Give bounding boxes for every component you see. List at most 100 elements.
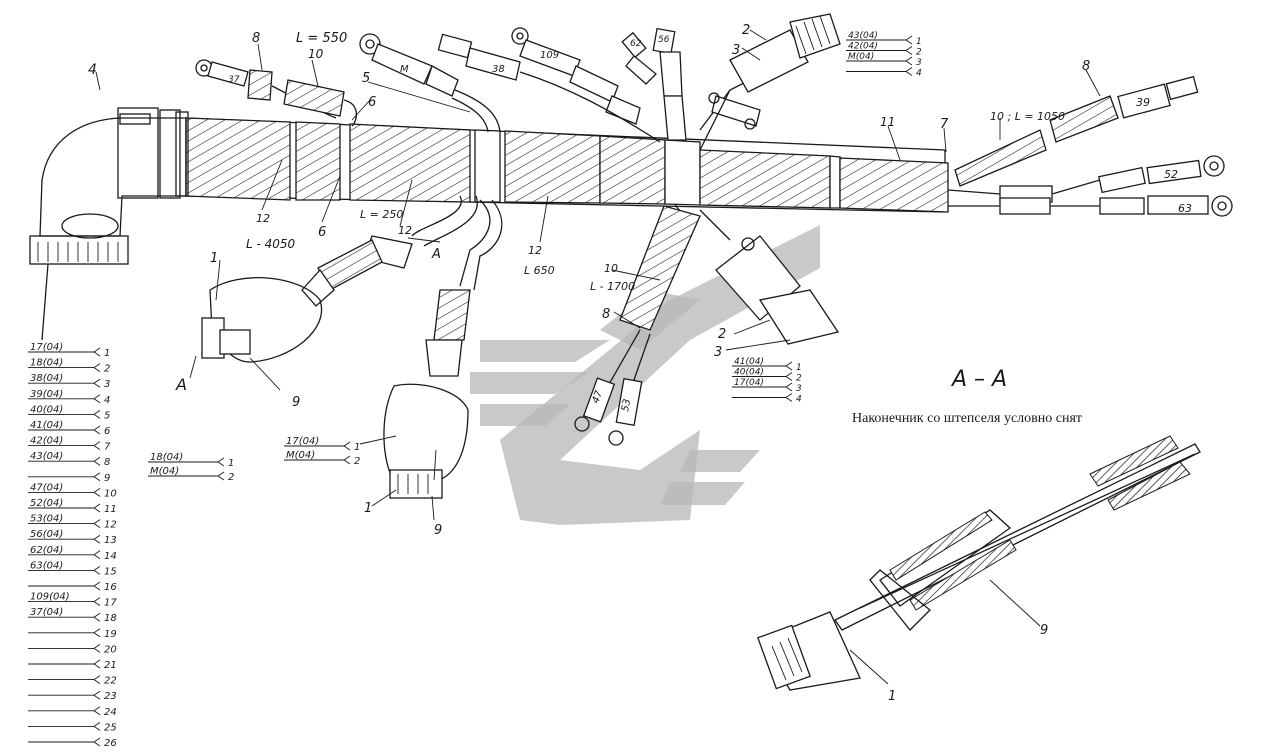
callout-4: 4 <box>88 62 97 78</box>
pin-number: 2 <box>916 48 922 58</box>
top-connector-pin-table: 43(04)142(04)2M(04)34 <box>846 31 922 79</box>
pin-row: 17(04)3 <box>732 378 802 394</box>
pin-arrow <box>785 372 793 381</box>
pin-arrow <box>905 67 913 76</box>
pin-row: 39(04) 4 <box>28 389 110 406</box>
top-round-connector <box>699 13 841 151</box>
pin-wire: 39(04) <box>30 389 63 400</box>
pin-number: 1 <box>104 348 110 359</box>
callout-10-right: 10 ; L = 1050 <box>990 110 1065 123</box>
pin-arrow <box>905 35 913 45</box>
callout-1-center: 1 <box>364 501 372 516</box>
pin-row: 24 <box>28 706 117 718</box>
callout-10-top: 10 <box>308 47 324 61</box>
callout-3-top: 3 <box>732 43 740 58</box>
pin-number: 14 <box>104 551 117 562</box>
callout-3-mid: 3 <box>714 345 722 360</box>
pin-number: 22 <box>104 676 117 687</box>
callout-8-top: 8 <box>252 31 260 46</box>
pin-arrow <box>93 394 101 404</box>
pin-arrow <box>93 441 101 450</box>
pin-wire: 43(04) <box>30 451 63 462</box>
pin-row: 42(04) 2 <box>846 42 922 58</box>
pin-row: 16 <box>28 581 117 593</box>
pin-row: 40(04) 2 <box>732 368 802 384</box>
pin-wire: 17(04) <box>30 342 63 353</box>
right-branches <box>947 75 1233 217</box>
pin-row: 42(04)7 <box>28 436 111 453</box>
pin-number: 1 <box>228 458 234 469</box>
left-pin-table: 17(04)118(04)238(04)339(04)440(04)541(04… <box>28 342 117 749</box>
pin-arrow <box>785 382 793 392</box>
pin-arrow <box>93 456 101 466</box>
pin-row: 52(04)11 <box>28 498 117 515</box>
wire-tag-47: 47 <box>590 389 605 405</box>
pin-arrow <box>93 410 101 419</box>
pin-number: 10 <box>104 488 117 499</box>
pin-row: 43(04)1 <box>846 31 922 47</box>
pin-row: 22 <box>28 675 117 687</box>
pin-arrow <box>93 503 101 513</box>
pin-row: 4 <box>732 393 802 405</box>
wire-tag-52: 52 <box>1164 168 1178 181</box>
pin-arrow <box>343 455 351 465</box>
pin-arrow <box>93 644 101 653</box>
pin-number: 4 <box>104 395 110 406</box>
pin-wire: 40(04) <box>734 368 764 378</box>
pin-number: 2 <box>796 374 802 384</box>
pin-row: M(04)2 <box>148 466 234 483</box>
pin-row: 18(04)1 <box>148 452 234 469</box>
wire-tag-m: M <box>400 64 409 75</box>
pin-arrow <box>93 488 101 497</box>
pin-number: 19 <box>104 629 117 640</box>
pin-wire: 43(04) <box>848 31 878 41</box>
pin-wire: 56(04) <box>30 529 63 540</box>
pin-row: 41(04)1 <box>732 357 802 373</box>
pin-number: 9 <box>104 473 110 484</box>
pin-wire: 17(04) <box>734 378 764 388</box>
pin-row: 25 <box>28 722 117 733</box>
pin-wire: 42(04) <box>30 436 63 447</box>
pin-wire: 109(04) <box>30 592 70 603</box>
wire-tags: 37 M 38 109 62 56 39 52 63 47 53 <box>228 35 1192 413</box>
pin-row: 41(04)6 <box>28 420 110 437</box>
upper-left-branches <box>195 27 687 143</box>
left-angle-connector <box>29 107 189 341</box>
pin-number: 5 <box>104 410 110 421</box>
pin-number: 11 <box>104 504 117 515</box>
pin-number: 1 <box>796 363 802 373</box>
detail-callout-9: 9 <box>1040 623 1048 638</box>
wire-tag-38: 38 <box>492 64 505 75</box>
pin-arrow <box>785 393 793 402</box>
pin-row: 20 <box>28 644 117 655</box>
detail-plug-ribs <box>771 637 803 681</box>
callout-l550: L = 550 <box>296 31 347 46</box>
callout-2-top: 2 <box>742 23 750 38</box>
pin-number: 13 <box>104 535 117 546</box>
pin-row: 26 <box>28 737 117 749</box>
pin-number: 12 <box>104 520 117 531</box>
pin-arrow <box>93 659 101 669</box>
pin-number: 26 <box>104 738 117 749</box>
plug-b-ribs <box>397 474 429 494</box>
pin-row: 38(04)3 <box>28 373 110 390</box>
callout-12-small: 12 <box>398 224 412 237</box>
pin-wire: 42(04) <box>848 42 878 52</box>
pin-number: 2 <box>104 364 110 375</box>
pin-wire: 62(04) <box>30 545 63 556</box>
callout-10-mid: 10 <box>604 262 618 275</box>
wire-tag-53: 53 <box>620 398 633 412</box>
callout-6-lower: 6 <box>318 225 326 240</box>
callout-11: 11 <box>880 115 895 129</box>
mid-connector-pin-table: 41(04)140(04) 217(04)34 <box>732 357 802 405</box>
wire-tag-39: 39 <box>1136 96 1150 109</box>
pin-number: 3 <box>104 379 110 390</box>
pin-arrow <box>93 519 101 528</box>
plug-b-pin-table: 17(04)1M(04)2 <box>284 436 360 467</box>
pin-number: 21 <box>104 660 117 671</box>
pin-wire: 63(04) <box>30 560 63 571</box>
pin-arrow <box>905 46 913 55</box>
pin-arrow <box>93 612 101 622</box>
callout-8-mid: 8 <box>602 307 610 322</box>
pin-row: 56(04) 13 <box>28 529 117 546</box>
